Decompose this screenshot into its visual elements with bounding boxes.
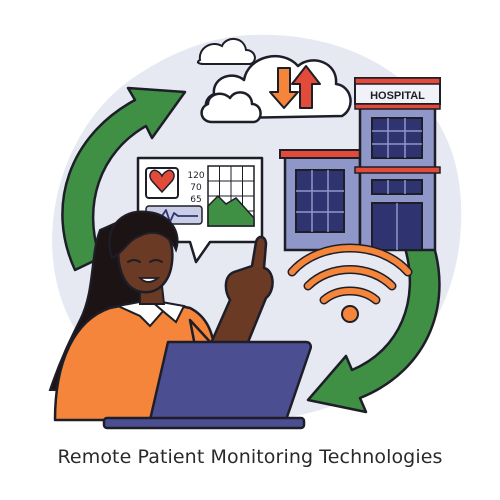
vital-reading: 120 bbox=[187, 171, 204, 181]
hospital-building-icon: HOSPITAL bbox=[279, 77, 441, 252]
heart-icon bbox=[149, 169, 175, 194]
cloud-icon bbox=[196, 38, 256, 65]
laptop-icon bbox=[102, 340, 313, 430]
remote-monitoring-illustration: HOSPITAL 120 70 65 bbox=[48, 34, 462, 430]
download-arrow-icon bbox=[269, 67, 299, 109]
wifi-signal-icon bbox=[287, 243, 413, 323]
cycle-arrow-icon bbox=[61, 86, 187, 272]
pointing-hand bbox=[206, 235, 274, 354]
vital-reading: 70 bbox=[190, 183, 202, 193]
cycle-arrow-icon bbox=[306, 233, 441, 414]
vitals-grid-chart bbox=[207, 165, 255, 227]
vital-reading: 65 bbox=[190, 195, 201, 205]
hospital-sign: HOSPITAL bbox=[370, 90, 425, 102]
caption: Remote Patient Monitoring Technologies bbox=[57, 446, 443, 468]
upload-arrow-icon bbox=[291, 65, 321, 109]
